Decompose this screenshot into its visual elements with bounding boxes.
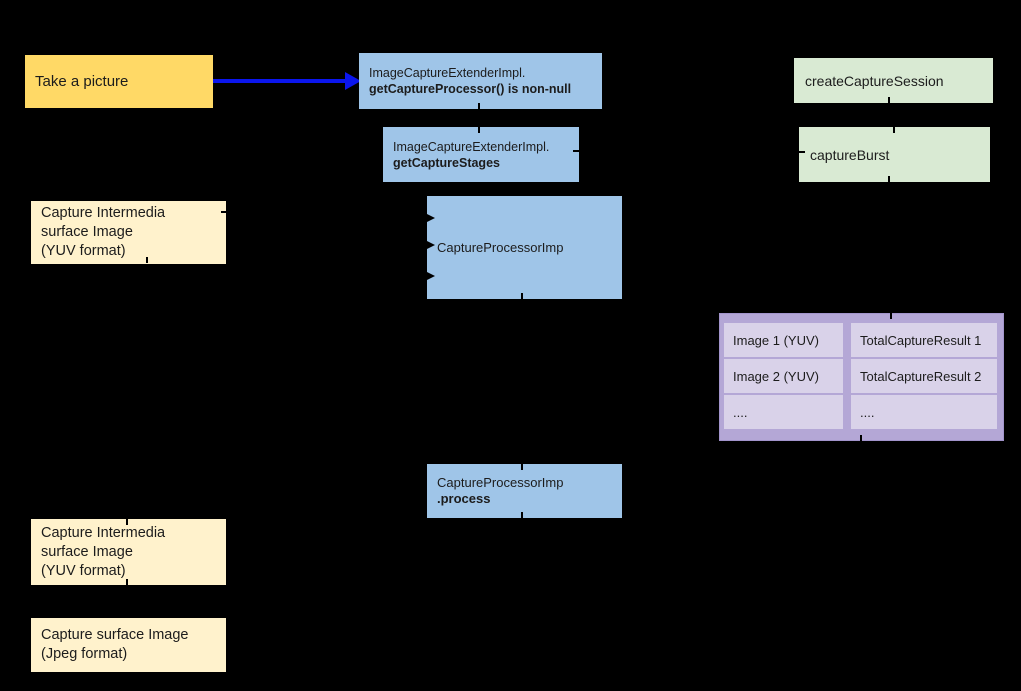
table-cell-image-more: .... <box>724 395 843 429</box>
node-label-line2: getCaptureProcessor() is non-null <box>369 82 572 96</box>
connector-arrowhead-icon <box>427 214 435 222</box>
node-label-line1: Capture surface Image <box>41 627 189 643</box>
node-capture-processor-process: CaptureProcessorImp .process <box>427 464 622 518</box>
node-capture-burst: captureBurst <box>799 127 990 182</box>
connector-arrowhead-icon <box>427 241 435 249</box>
node-get-capture-stages: ImageCaptureExtenderImpl. getCaptureStag… <box>383 127 579 182</box>
node-take-a-picture: Take a picture <box>25 55 213 108</box>
flow-arrow-head-icon <box>345 72 361 90</box>
connector-stub <box>126 519 128 525</box>
node-label-line1: CaptureProcessorImp <box>437 475 564 490</box>
table-cell-image-2: Image 2 (YUV) <box>724 359 843 393</box>
node-label-line2: .process <box>437 491 491 506</box>
connector-stub <box>890 313 892 319</box>
connector-stub <box>888 176 890 182</box>
connector-stub <box>521 464 523 470</box>
connector-stub <box>478 103 480 109</box>
node-label-line1: ImageCaptureExtenderImpl. <box>393 139 550 154</box>
node-label: captureBurst <box>810 146 890 163</box>
connector-stub <box>146 257 148 263</box>
connector-stub <box>893 127 895 133</box>
table-cell-result-more: .... <box>851 395 997 429</box>
node-capture-intermedia-surface-bottom: Capture Intermedia surface Image (YUV fo… <box>31 519 226 585</box>
node-label-line1: Capture Intermedia <box>41 205 166 221</box>
node-label: CaptureProcessorImp <box>437 240 564 255</box>
connector-stub <box>573 150 579 152</box>
connector-stub <box>478 127 480 133</box>
node-label-line2: (Jpeg format) <box>41 646 128 662</box>
node-label-line1: Capture Intermedia <box>41 524 166 541</box>
flow-arrow <box>213 79 347 83</box>
node-label-line2: surface Image <box>41 543 133 560</box>
connector-stub <box>521 293 523 299</box>
connector-stub <box>888 97 890 103</box>
node-label-line3: (YUV format) <box>41 562 126 579</box>
node-label-line1: ImageCaptureExtenderImpl. <box>369 66 526 80</box>
node-capture-intermedia-surface-top: Capture Intermedia surface Image (YUV fo… <box>31 201 226 264</box>
node-create-capture-session: createCaptureSession <box>794 58 993 103</box>
capture-results-table: Image 1 (YUV) TotalCaptureResult 1 Image… <box>719 313 1004 441</box>
node-label: Take a picture <box>35 73 129 90</box>
table-cell-result-2: TotalCaptureResult 2 <box>851 359 997 393</box>
table-cell-result-1: TotalCaptureResult 1 <box>851 323 997 357</box>
node-label: createCaptureSession <box>805 72 944 89</box>
node-label-line3: (YUV format) <box>41 243 126 259</box>
connector-arrowhead-icon <box>427 272 435 280</box>
connector-stub <box>126 579 128 585</box>
connector-stub <box>799 151 805 153</box>
connector-stub <box>221 211 227 213</box>
node-label-line2: surface Image <box>41 224 133 240</box>
node-get-capture-processor: ImageCaptureExtenderImpl. getCaptureProc… <box>359 53 602 109</box>
connector-stub <box>521 512 523 518</box>
node-label-line2: getCaptureStages <box>393 155 500 170</box>
table-cell-image-1: Image 1 (YUV) <box>724 323 843 357</box>
connector-stub <box>860 435 862 441</box>
node-capture-surface-jpeg: Capture surface Image (Jpeg format) <box>31 618 226 672</box>
node-capture-processor-imp: CaptureProcessorImp <box>427 196 622 299</box>
